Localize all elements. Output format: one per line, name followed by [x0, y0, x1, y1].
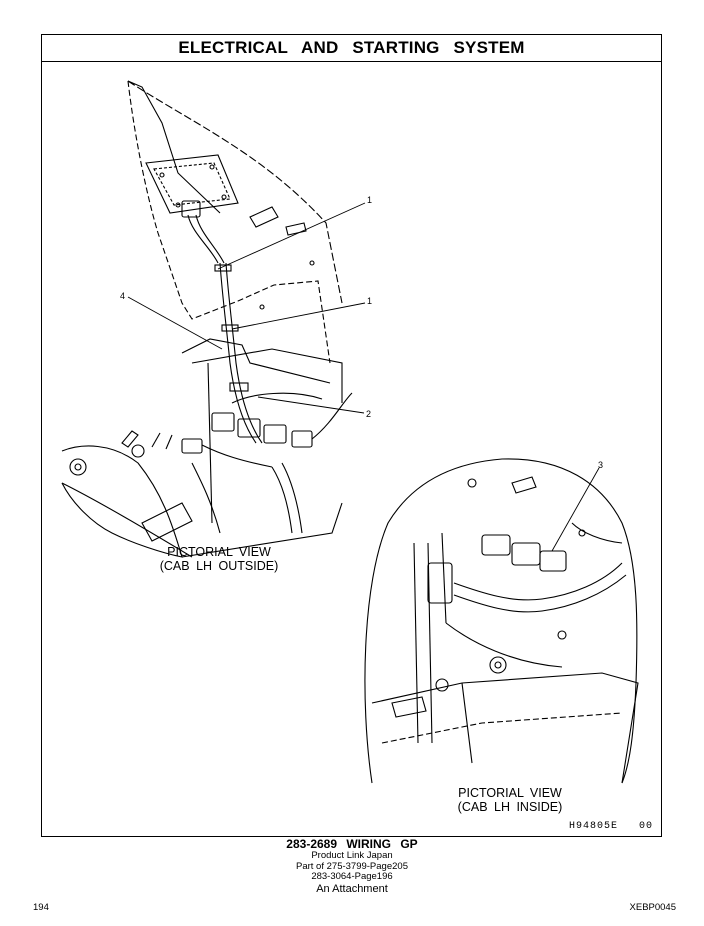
page-title: ELECTRICAL AND STARTING SYSTEM [178, 38, 525, 57]
callout-4: 4 [120, 291, 125, 301]
wiring-illustration: 1 1 2 3 4 [61, 80, 639, 784]
leader-line-1b [231, 302, 366, 330]
callout-3: 3 [598, 460, 603, 470]
illustration-id: H94805E 00 [568, 821, 653, 832]
caption-outside-line1: PICTORIAL VIEW [167, 545, 271, 559]
caption-outside-line2: (CAB LH OUTSIDE) [159, 559, 279, 573]
page-number: 194 [33, 902, 49, 913]
leader-line-3 [551, 467, 600, 552]
caption-inside-line1: PICTORIAL VIEW [458, 786, 562, 800]
part-line-3: 283-3064-Page196 [311, 871, 393, 882]
control-module [145, 154, 239, 214]
leader-line-4 [127, 296, 223, 350]
part-line-4: An Attachment [316, 882, 388, 895]
callout-1-upper: 1 [367, 195, 372, 205]
part-title: 283-2689 WIRING GP [286, 837, 418, 851]
leader-line-2 [257, 396, 365, 414]
document-code: XEBP0045 [629, 902, 676, 913]
lower-body [61, 445, 183, 558]
part-description: 283-2689 WIRING GP Product Link Japan Pa… [0, 838, 704, 895]
callout-2: 2 [366, 409, 371, 419]
parts-page-frame: ELECTRICAL AND STARTING SYSTEM [41, 34, 662, 837]
floor-plate [371, 672, 639, 784]
leader-line-1a [217, 202, 366, 270]
harness-main [219, 262, 257, 444]
detail-view-outline [364, 458, 638, 784]
caption-inside-line2: (CAB LH INSIDE) [457, 800, 563, 814]
part-line-1: Product Link Japan [311, 850, 393, 861]
cab-panel-outline [127, 80, 331, 364]
title-bar: ELECTRICAL AND STARTING SYSTEM [42, 35, 661, 62]
part-line-2: Part of 275-3799-Page205 [296, 860, 408, 872]
callout-1-lower: 1 [367, 296, 372, 306]
caption-cab-lh-outside: PICTORIAL VIEW (CAB LH OUTSIDE) [129, 545, 309, 573]
detail-connector [481, 534, 511, 556]
caption-cab-lh-inside: PICTORIAL VIEW (CAB LH INSIDE) [430, 786, 590, 814]
